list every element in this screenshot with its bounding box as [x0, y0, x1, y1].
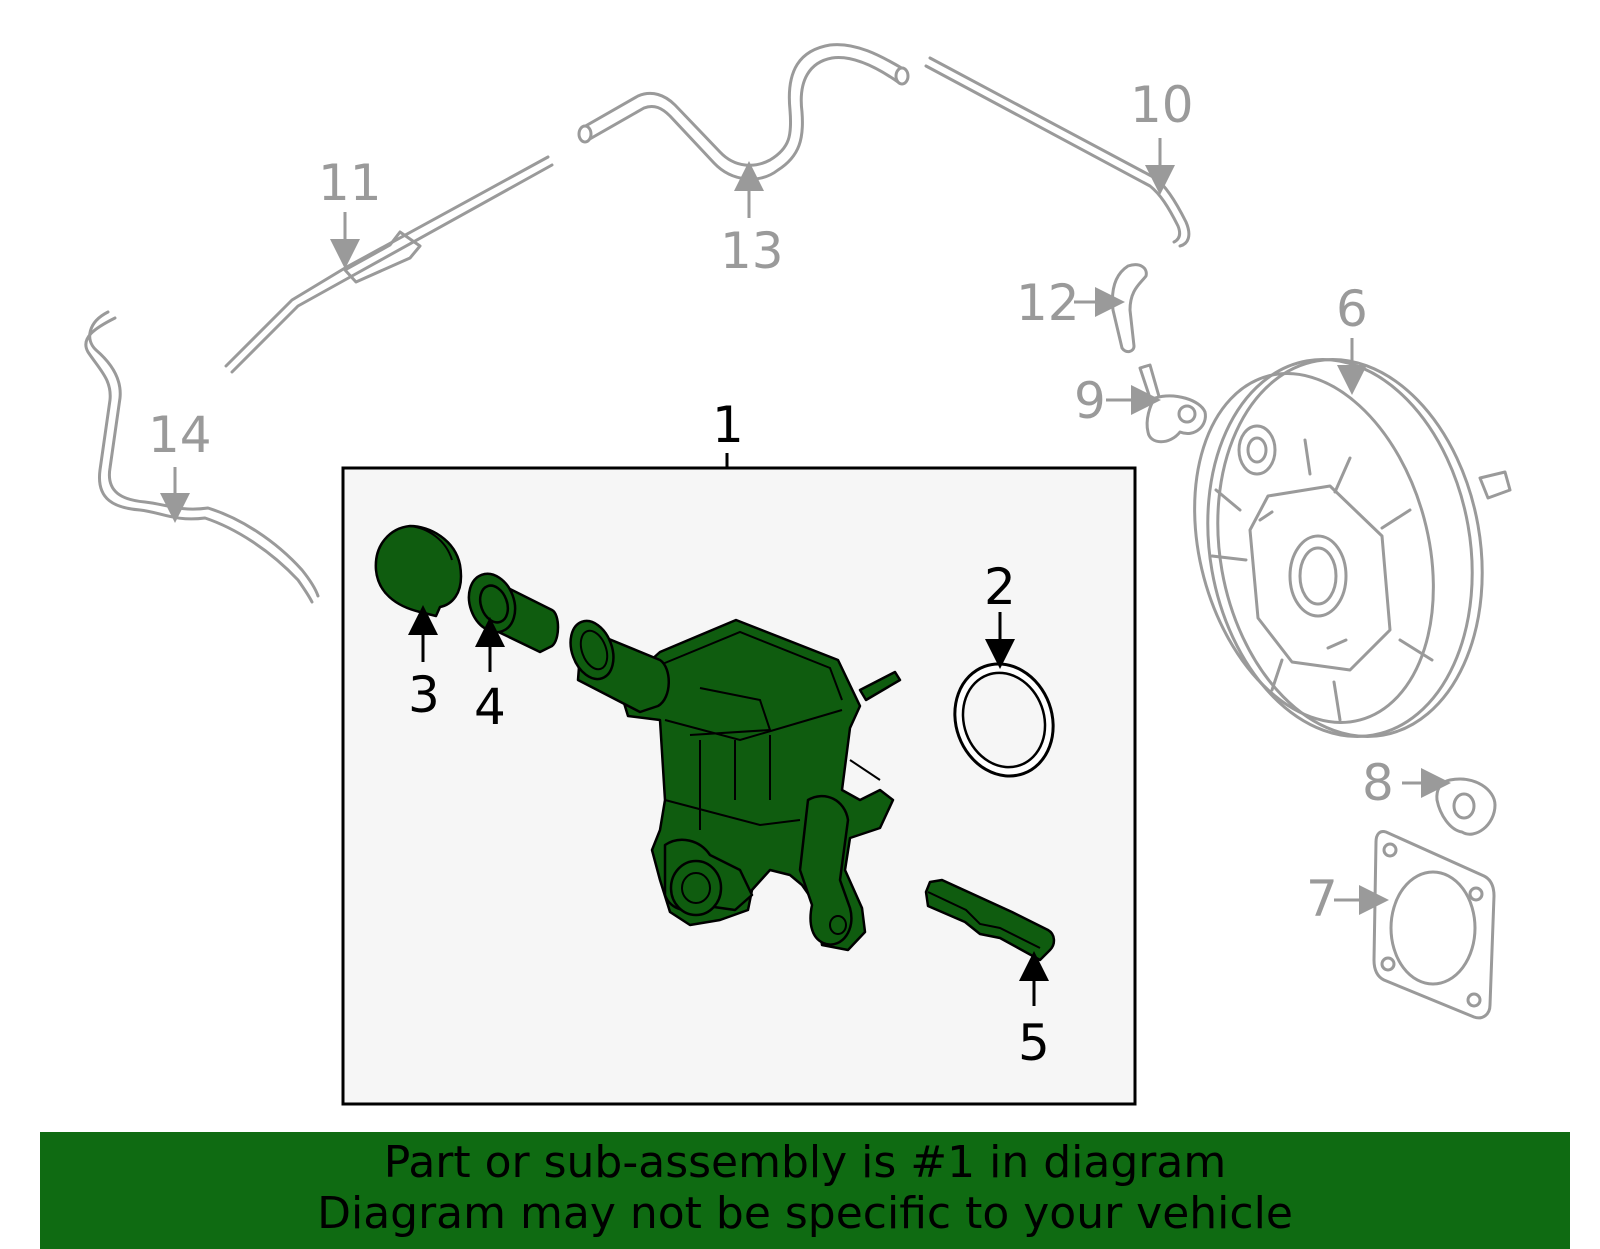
callout-2: 2 [984, 558, 1016, 616]
valve-part-9[interactable] [1138, 363, 1207, 444]
hose-part-14[interactable] [84, 310, 320, 604]
callout-14: 14 [148, 406, 212, 464]
leader-arrows [160, 138, 1451, 1006]
seal-ring-part-2[interactable] [939, 650, 1068, 790]
callout-11: 11 [318, 154, 382, 212]
callout-9: 9 [1074, 372, 1106, 430]
callout-5: 5 [1018, 1014, 1050, 1072]
banner-line-2: Diagram may not be specific to your vehi… [317, 1188, 1293, 1239]
callout-4: 4 [474, 678, 506, 736]
hose-part-13[interactable] [577, 43, 910, 181]
info-banner: Part or sub-assembly is #1 in diagram Di… [40, 1132, 1570, 1249]
master-cylinder-part-1[interactable] [563, 615, 902, 952]
callout-labels: 1 2 3 4 5 6 7 8 9 10 11 12 13 14 [148, 76, 1394, 1072]
callout-12: 12 [1016, 274, 1080, 332]
brake-booster-part-6[interactable] [1158, 338, 1512, 757]
tube-part-11[interactable] [224, 155, 554, 374]
callout-10: 10 [1130, 76, 1194, 134]
callout-3: 3 [408, 666, 440, 724]
callout-8: 8 [1362, 754, 1394, 812]
sensor-part-5[interactable] [924, 878, 1056, 962]
callout-1: 1 [712, 396, 744, 454]
elbow-hose-part-12[interactable] [1110, 263, 1148, 354]
callout-13: 13 [720, 222, 784, 280]
callout-7: 7 [1306, 870, 1338, 928]
gasket-part-7[interactable] [1372, 830, 1496, 1020]
callout-6: 6 [1336, 280, 1368, 338]
nut-part-8[interactable] [1435, 777, 1497, 836]
banner-line-1: Part or sub-assembly is #1 in diagram [383, 1137, 1227, 1188]
